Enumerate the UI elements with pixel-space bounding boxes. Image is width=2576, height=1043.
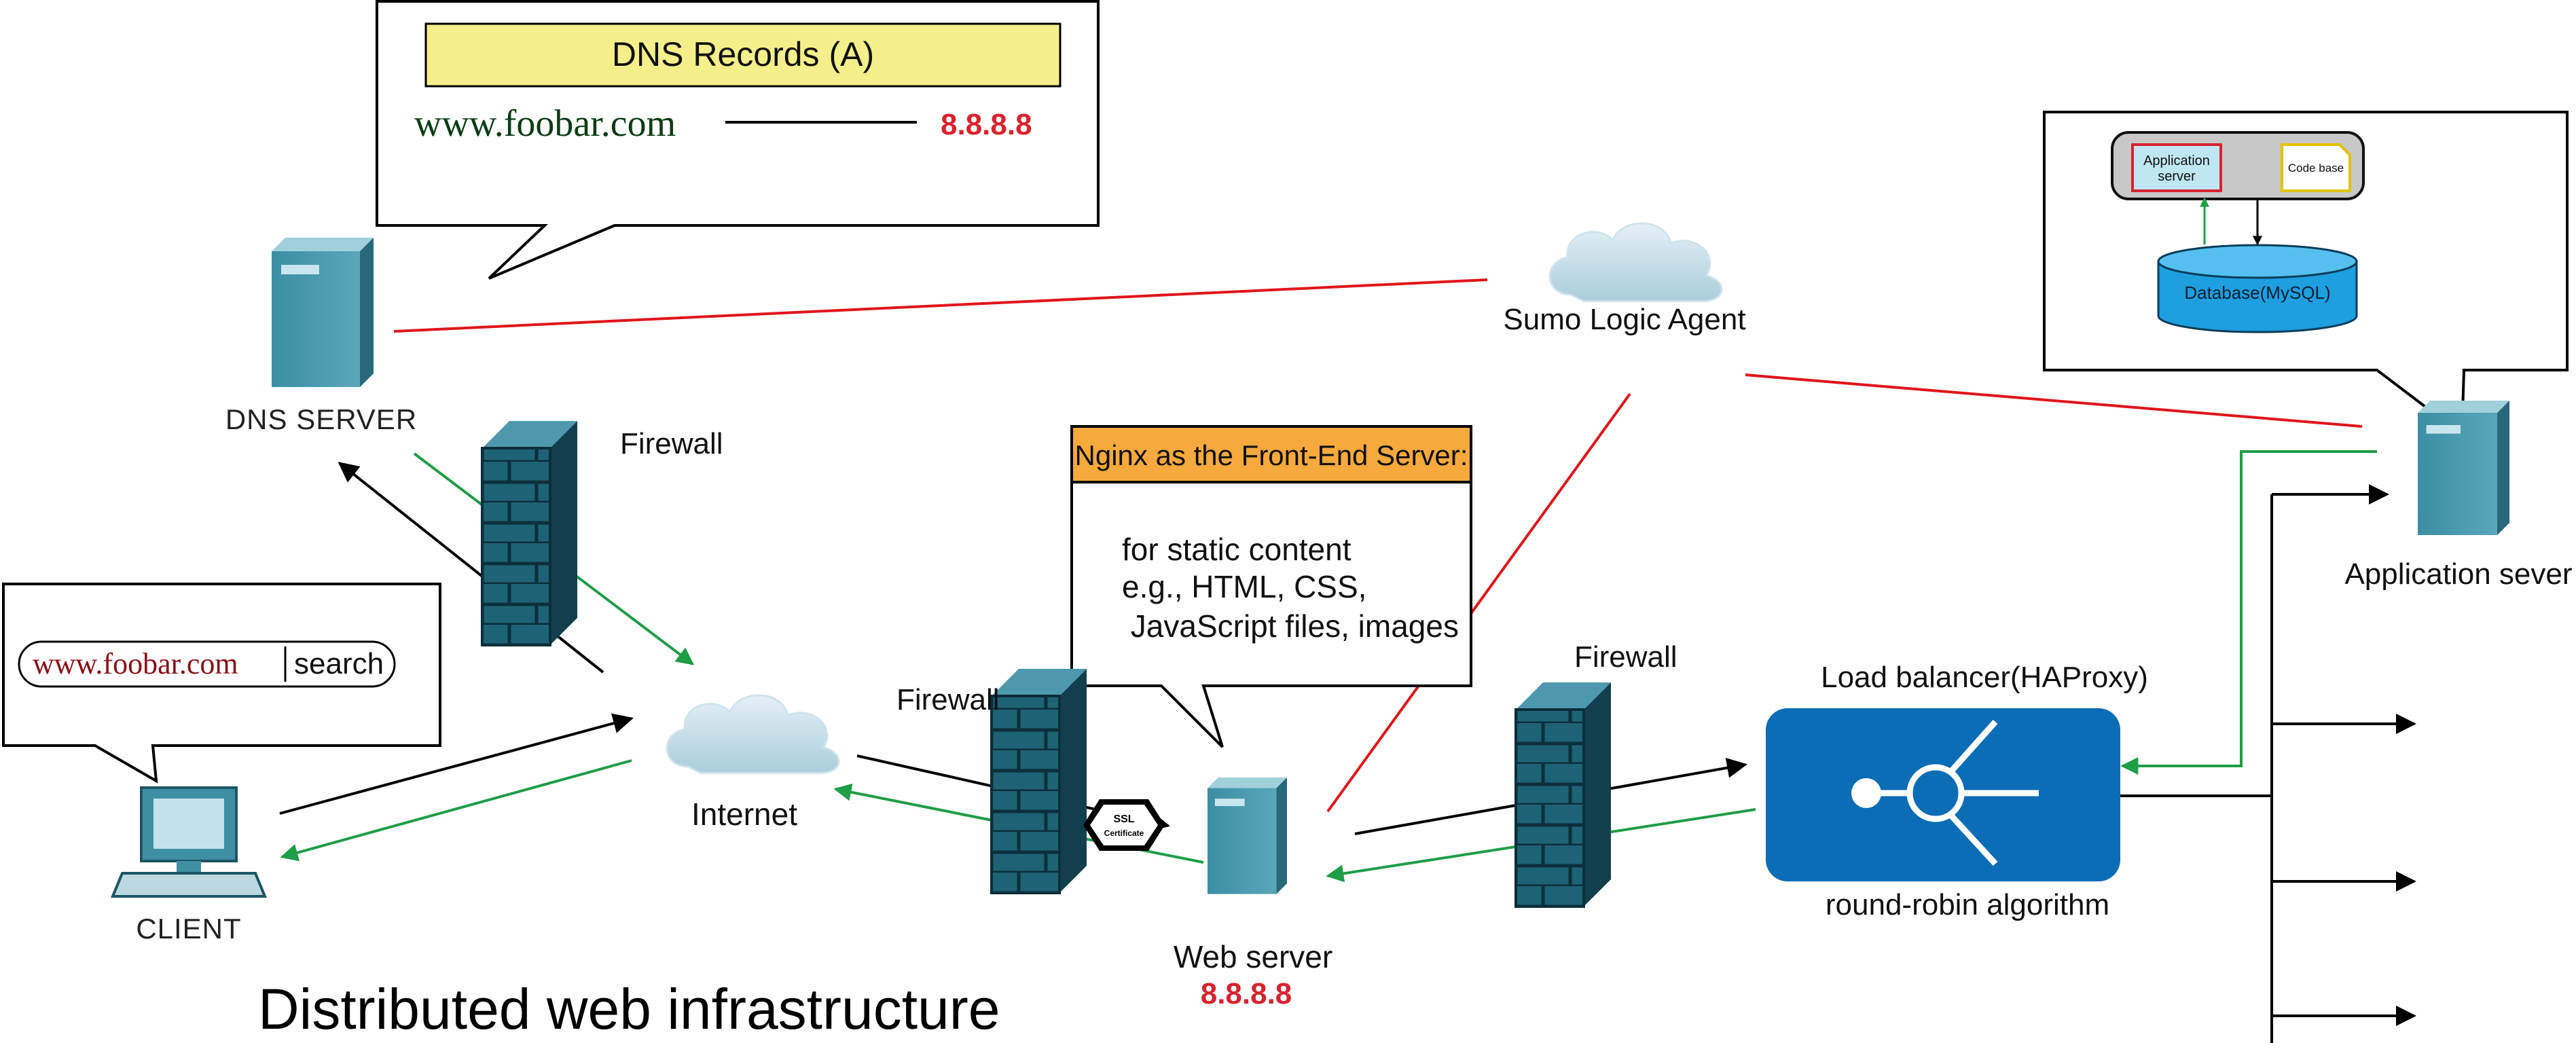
ssl-sub-label: Certificate (1104, 828, 1144, 838)
address-bar-url: www.foobar.com (33, 647, 238, 680)
nginx-line-3: JavaScript files, images (1122, 608, 1459, 644)
dns-records-header (424, 22, 1062, 88)
nginx-header-text: Nginx as the Front-End Server: (1075, 439, 1468, 471)
monitor-line-web (1326, 392, 1631, 813)
app-server-callout: Application server Code base Database(My… (2043, 111, 2569, 437)
dns-ip: 8.8.8.8 (941, 108, 1032, 141)
nginx-callout-header (1070, 425, 1472, 483)
client-computer-icon[interactable] (111, 786, 267, 898)
monitor-line-dns (393, 278, 1488, 333)
database-label: Database(MySQL) (2184, 282, 2330, 303)
ssl-label: SSL (1113, 813, 1134, 825)
dns-records-header-text: DNS Records (A) (612, 35, 874, 73)
firewall-1-label: Firewall (620, 427, 723, 460)
nginx-line-2: e.g., HTML, CSS, (1122, 569, 1366, 604)
web-server-icon[interactable] (1208, 777, 1287, 894)
dns-server-icon[interactable] (272, 238, 374, 387)
firewall-2-icon[interactable] (990, 667, 1088, 894)
internet-to-client-arrow (280, 759, 632, 862)
dns-records-callout: DNS Records (A) www.foobar.com 8.8.8.8 (376, 0, 1100, 280)
load-balancer-box[interactable] (1766, 708, 2120, 881)
client-to-internet-arrow (279, 713, 634, 815)
web-server-label: Web server (1174, 939, 1332, 974)
app-server-box (2131, 143, 2222, 192)
monitor-line-app (1745, 373, 2363, 428)
monitoring-lines (393, 278, 2363, 813)
firewall-3-icon[interactable] (1514, 681, 1612, 908)
nginx-callout: Nginx as the Front-End Server: for stati… (1070, 425, 1472, 748)
client-label: CLIENT (136, 913, 241, 945)
web-server-ip: 8.8.8.8 (1201, 977, 1292, 1010)
sumo-logic-cloud-icon (1548, 222, 1723, 302)
dns-server-label: DNS SERVER (225, 403, 417, 435)
app-server-label-2: server (2158, 169, 2196, 184)
firewall-1-icon[interactable] (481, 420, 579, 646)
internet-to-dns-arrow (338, 462, 604, 674)
firewall-3-label: Firewall (1574, 640, 1677, 674)
dns-domain: www.foobar.com (414, 103, 676, 145)
browser-address-bar[interactable] (18, 640, 396, 688)
round-robin-label: round-robin algorithm (1826, 888, 2109, 921)
application-server-icon[interactable] (2418, 401, 2509, 535)
sumo-logic-label: Sumo Logic Agent (1503, 303, 1745, 336)
code-base-box (2281, 143, 2351, 192)
database-icon (2157, 244, 2358, 333)
load-balancer-label: Load balancer(HAProxy) (1821, 661, 2148, 694)
application-server-label: Application sever (2344, 557, 2572, 591)
client-search-callout: www.foobar.com search (2, 583, 441, 784)
code-base-label: Code base (2288, 162, 2344, 175)
firewall-2-label: Firewall (896, 683, 1000, 716)
search-button[interactable]: search (294, 647, 384, 680)
app-to-lb-arrow (2120, 450, 2377, 775)
internet-label: Internet (691, 797, 797, 832)
nginx-line-1: for static content (1122, 532, 1352, 567)
page-title: Distributed web infrastructure (258, 977, 1000, 1041)
app-server-label-1: Application (2143, 153, 2210, 168)
ssl-certificate-badge: SSL Certificate (1083, 799, 1165, 851)
internet-cloud-icon (666, 694, 840, 774)
